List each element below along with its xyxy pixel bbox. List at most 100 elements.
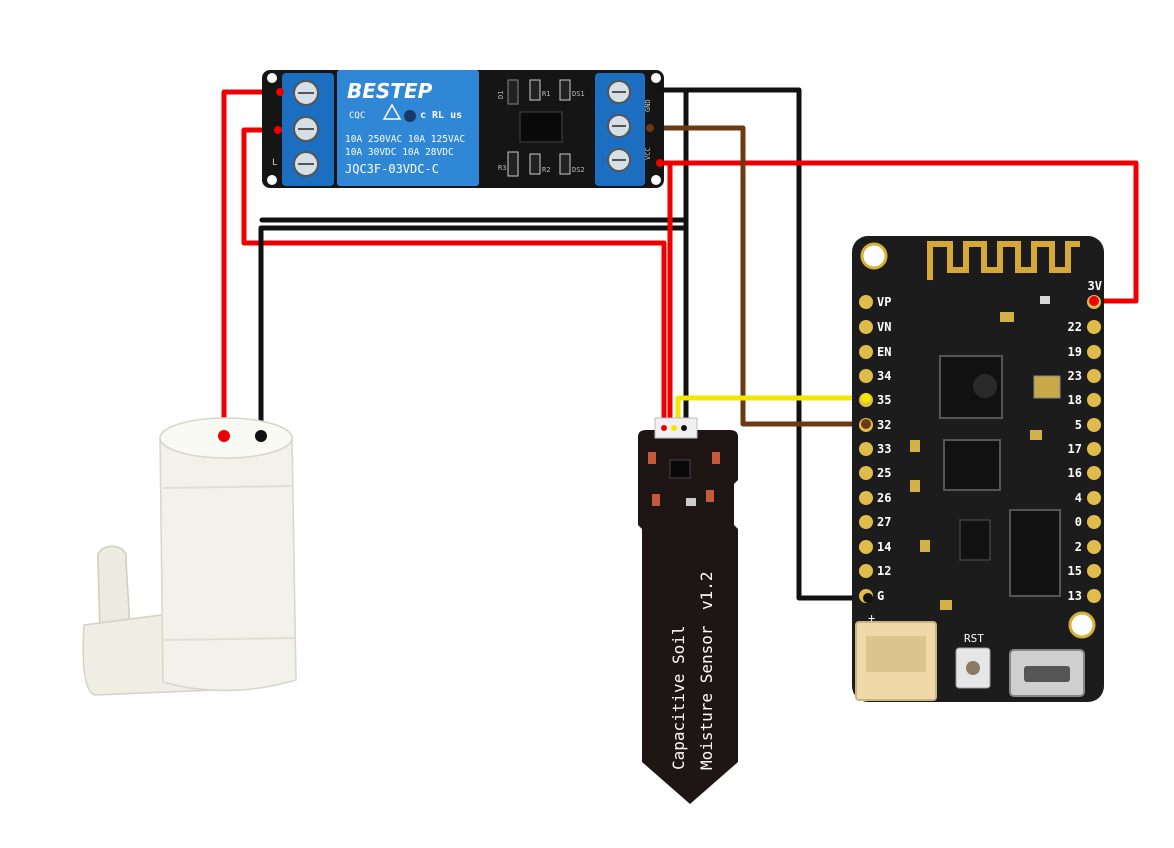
pin-label: 13 xyxy=(1068,589,1082,603)
pin-label: 3V xyxy=(1088,279,1102,293)
pin-label: 25 xyxy=(877,466,891,480)
wire-yellow-signal-35 xyxy=(675,395,869,423)
sensor-pin xyxy=(661,425,667,431)
pin-pad xyxy=(859,564,873,578)
wire-end-dot xyxy=(274,126,282,134)
pin-label: VP xyxy=(877,295,891,309)
pin-label: 17 xyxy=(1068,442,1082,456)
pin-label: 15 xyxy=(1068,564,1082,578)
rst-label: RST xyxy=(964,632,984,645)
crystal xyxy=(1033,375,1061,399)
wifi-antenna-icon xyxy=(927,241,1080,280)
wire-red-vcc-3v xyxy=(657,160,1139,304)
relay-indicator-dot xyxy=(404,110,416,122)
pin-pad xyxy=(859,491,873,505)
smd-part xyxy=(1030,430,1042,440)
terminal-screws-right xyxy=(607,80,631,172)
sensor-smd xyxy=(712,452,720,464)
board-mount-hole xyxy=(860,242,888,270)
pump-body xyxy=(159,424,297,692)
pin-label: 26 xyxy=(877,491,891,505)
smd-part xyxy=(910,480,920,492)
relay-optocoupler xyxy=(519,111,563,143)
sensor-label-version: v1.2 xyxy=(697,571,716,610)
relay-label-vcc: VCC xyxy=(644,147,652,160)
pin-label: G xyxy=(877,589,884,603)
board-mount-hole xyxy=(1068,611,1096,639)
sensor-smd xyxy=(652,494,660,506)
pin-pad xyxy=(859,442,873,456)
esp32-board: VP VN EN 34 35 32 33 25 26 27 14 12 G 3V… xyxy=(852,236,1104,702)
sensor-pin xyxy=(681,425,687,431)
relay-label-r2: R2 xyxy=(542,166,550,174)
wire-black-pump xyxy=(258,87,689,439)
pin-label: 34 xyxy=(877,369,891,383)
sensor-smd xyxy=(706,490,714,502)
pin-label: 4 xyxy=(1075,491,1082,505)
pin-pad xyxy=(1087,466,1101,480)
smd-part xyxy=(1000,312,1014,322)
pin-pad xyxy=(1087,589,1101,603)
wire-end-dot xyxy=(1089,296,1099,306)
battery-plus-label: + xyxy=(868,611,875,625)
wire-black-gnd xyxy=(657,87,871,601)
pin-pad xyxy=(1087,345,1101,359)
relay-label-gnd: GND xyxy=(644,99,652,112)
relay-mount-hole xyxy=(651,73,661,83)
sensor-pcb xyxy=(638,430,738,804)
pin-pad xyxy=(859,345,873,359)
pin-pad xyxy=(1087,540,1101,554)
micro-usb-opening xyxy=(1024,666,1070,682)
relay-rating-line2: 10A 30VDC 10A 28VDC xyxy=(345,147,454,158)
wire-red-relay-pump xyxy=(221,89,283,439)
pin-label: 5 xyxy=(1075,418,1082,432)
relay-label-l: L xyxy=(272,158,277,168)
relay-resistor-r3 xyxy=(507,151,519,177)
terminal-screws-left xyxy=(293,80,319,177)
pin-pad xyxy=(1087,320,1101,334)
pin-pad xyxy=(1087,442,1101,456)
wire-end-dot xyxy=(276,88,284,96)
soil-moisture-sensor: Capacitive Soil Moisture Sensor v1.2 xyxy=(638,417,738,804)
relay-resistor-r2 xyxy=(529,153,541,175)
relay-label-ds1: DS1 xyxy=(572,90,585,98)
pin-pad xyxy=(859,369,873,383)
smd-led xyxy=(1040,296,1050,304)
pin-label: 32 xyxy=(877,418,891,432)
relay-led-ds2 xyxy=(559,153,571,175)
pin-pad xyxy=(859,320,873,334)
pin-pad xyxy=(1087,515,1101,529)
relay-model: JQC3F-03VDC-C xyxy=(345,162,439,176)
wire-end-dot xyxy=(656,159,664,167)
usb-uart-chip xyxy=(1009,509,1061,597)
pin-label: 16 xyxy=(1068,466,1082,480)
pin-label: 35 xyxy=(877,393,891,407)
pin-label: 2 xyxy=(1075,540,1082,554)
wires xyxy=(221,87,1139,601)
pin-label: 14 xyxy=(877,540,891,554)
right-pin-labels: 3V 22 19 23 18 5 17 16 4 0 2 15 13 xyxy=(1068,279,1102,603)
water-pump-icon xyxy=(82,417,297,696)
warning-triangle-icon xyxy=(382,103,402,120)
pin-label: 33 xyxy=(877,442,891,456)
wire-end-dot xyxy=(863,593,873,603)
relay-label-ds2: DS2 xyxy=(572,166,585,174)
pin-pad xyxy=(859,295,873,309)
wire-end-dot xyxy=(861,393,871,403)
pin-pad xyxy=(1087,369,1101,383)
relay-resistor-r1 xyxy=(529,79,541,101)
left-pin-labels: VP VN EN 34 35 32 33 25 26 27 14 12 G xyxy=(877,295,891,603)
relay-ul-mark: c RL us xyxy=(420,110,462,121)
pin-label: 0 xyxy=(1075,515,1082,529)
battery-connector-slot xyxy=(866,636,926,672)
relay-label-r3: R3 xyxy=(498,164,506,172)
pin-label: 27 xyxy=(877,515,891,529)
flash-chip xyxy=(943,439,1001,491)
pin-label: 22 xyxy=(1068,320,1082,334)
wire-end-dot xyxy=(656,86,664,94)
pin-pad xyxy=(859,466,873,480)
relay-diode-d1 xyxy=(507,79,519,105)
relay-brand: BESTEP xyxy=(347,79,433,103)
